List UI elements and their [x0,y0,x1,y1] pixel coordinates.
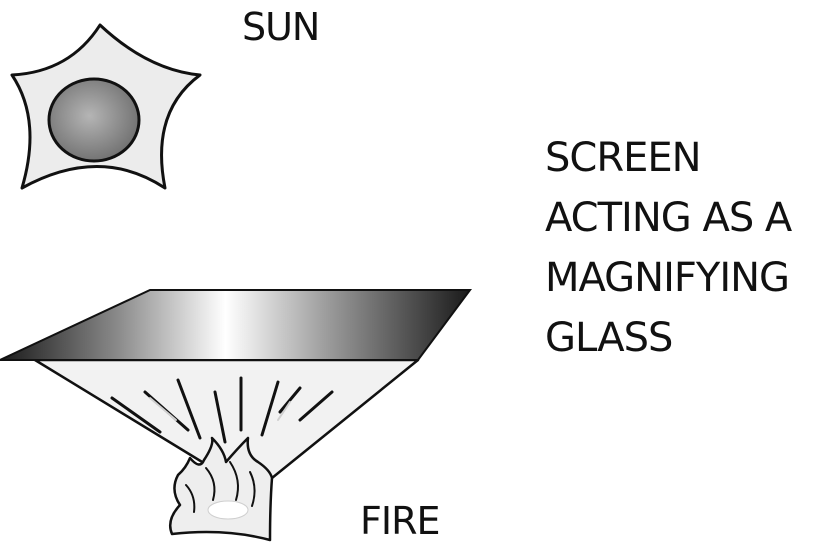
light-glint [277,401,291,421]
sun-label: SUN [242,5,320,49]
light-ray [176,378,202,440]
light-ray [213,390,227,444]
fire-flame-strokes [185,461,256,513]
light-cone [33,358,420,480]
flame-stroke [249,471,256,507]
screen-label-line: MAGNIFYING [545,255,790,301]
screen-label-line: ACTING AS A [545,195,792,241]
fire-hot-spot [207,500,249,520]
light-ray [278,386,302,414]
screen-panel [0,289,472,361]
screen-label-line: SCREEN [545,135,702,181]
fire-shape [169,436,274,542]
screen-label-line: GLASS [545,315,673,361]
fire-label: FIRE [360,499,440,543]
flame-stroke [229,461,239,501]
screen-label: SCREEN ACTING AS A MAGNIFYING GLASS [545,128,830,368]
flame-stroke [205,467,216,501]
light-ray [110,396,162,434]
light-glint [149,397,177,421]
sun-core [47,77,141,163]
light-ray [298,390,334,422]
screen-shape [0,289,472,361]
light-glints [149,397,291,421]
fire-icon [169,436,274,542]
light-rays [110,376,334,444]
sun-icon [10,23,202,190]
light-ray [260,380,280,437]
flame-stroke [185,484,196,513]
